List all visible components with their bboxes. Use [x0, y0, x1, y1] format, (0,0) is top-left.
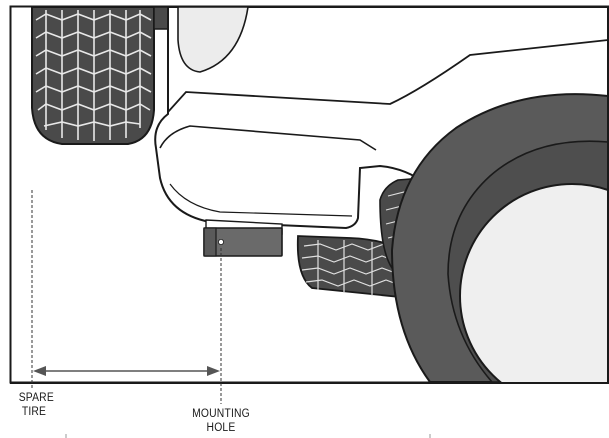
vehicle-illustration — [10, 6, 609, 438]
mounting-hole-label-line1: MOUNTING — [192, 408, 250, 420]
spare-tire-label-line1: SPARE — [18, 392, 54, 404]
spare-tire-bracket — [153, 6, 169, 30]
mounting-hole-label: MOUNTING HOLE — [185, 407, 257, 435]
mounting-hole — [217, 238, 224, 245]
arrowhead-right — [207, 366, 220, 376]
hitch-receiver — [203, 219, 283, 257]
arrowhead-left — [33, 366, 46, 376]
mounting-hole-label-line2: HOLE — [206, 422, 236, 434]
dimension-guide — [31, 190, 222, 404]
spare-tire-label: SPARE TIRE — [18, 391, 54, 419]
spare-tire-label-line2: TIRE — [21, 406, 47, 418]
spare-tire — [31, 6, 155, 145]
rear-wheel — [390, 93, 609, 409]
bottom-tick-marks — [65, 434, 431, 438]
